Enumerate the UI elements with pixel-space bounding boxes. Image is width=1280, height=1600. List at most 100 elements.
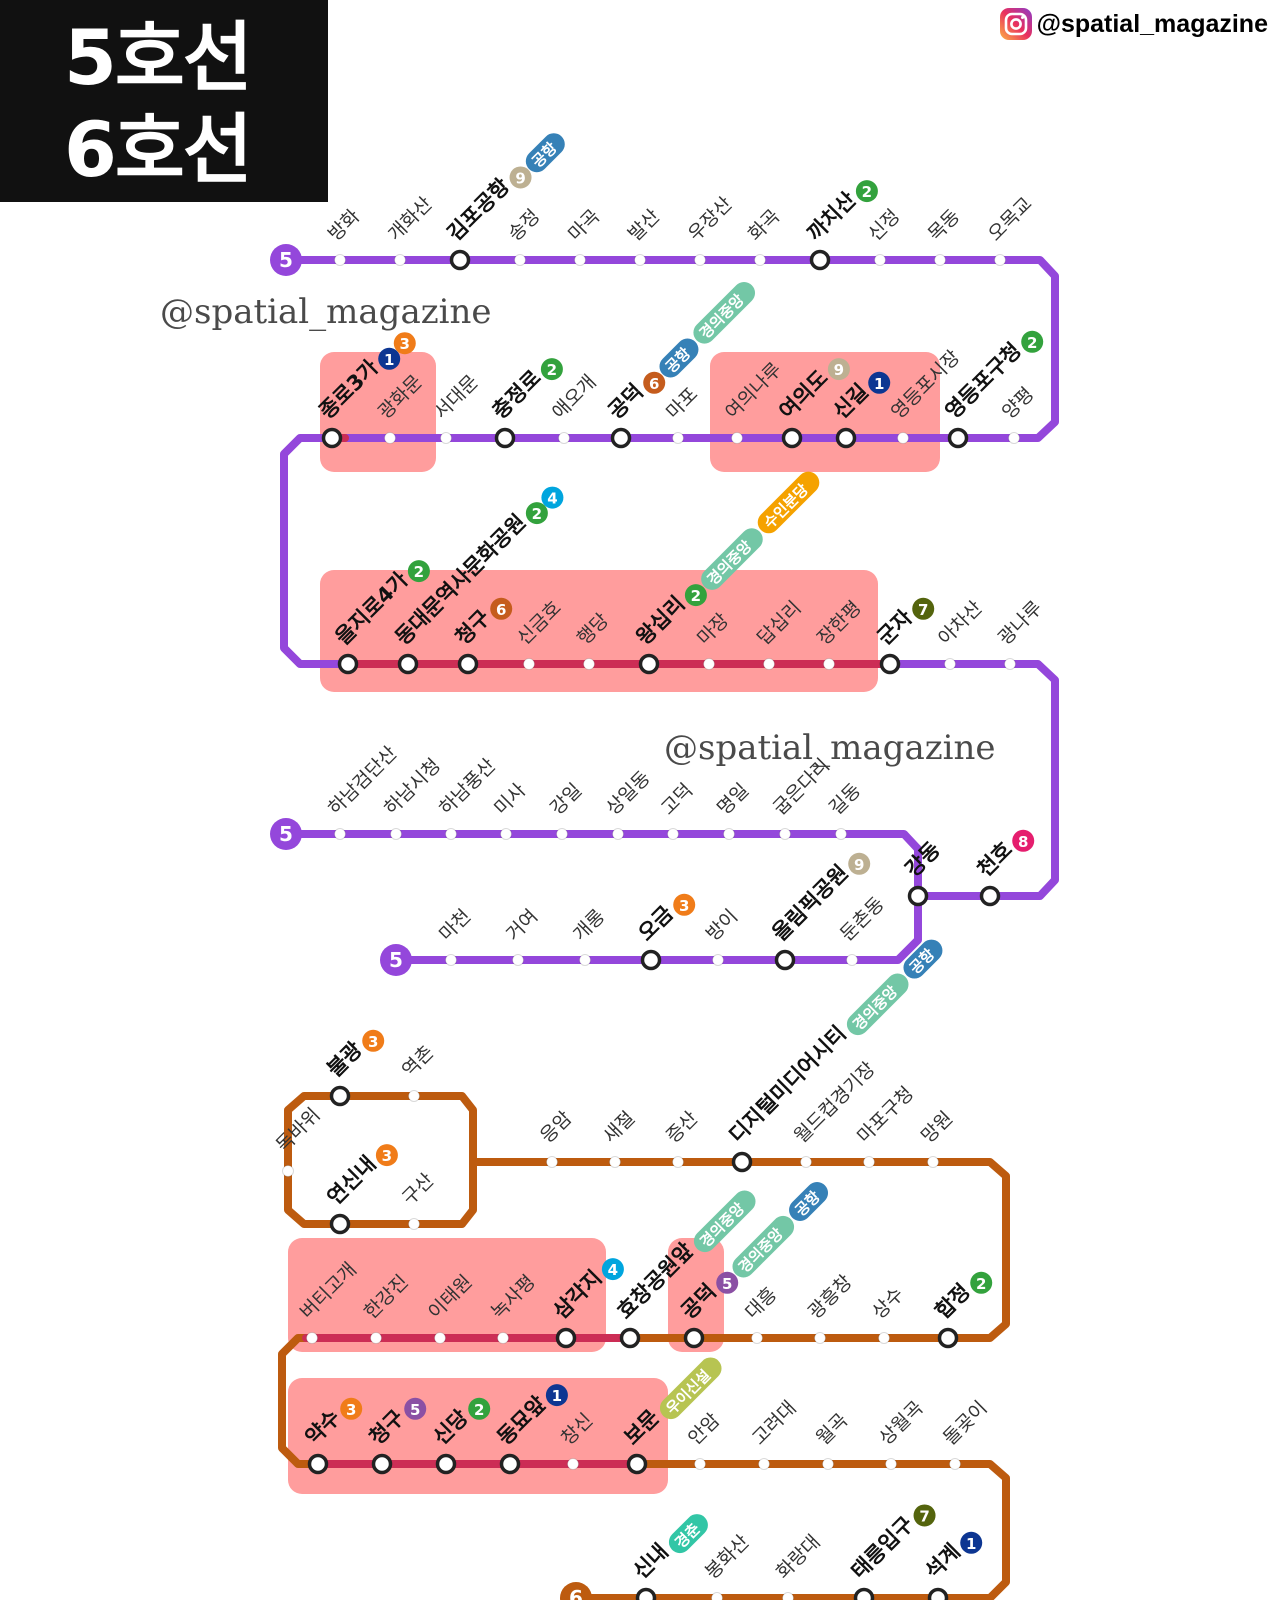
station-marker-창신[interactable] <box>567 1458 579 1470</box>
station-marker-까치산[interactable] <box>809 249 831 271</box>
station-marker-약수[interactable] <box>307 1453 329 1475</box>
station-marker-화곡[interactable] <box>754 254 766 266</box>
station-marker-마포[interactable] <box>672 432 684 444</box>
station-marker-하남시청[interactable] <box>390 828 402 840</box>
station-marker-천호[interactable] <box>979 885 1001 907</box>
station-marker-방화[interactable] <box>334 254 346 266</box>
station-marker-디지털미디어시티[interactable] <box>731 1151 753 1173</box>
station-marker-장한평[interactable] <box>823 658 835 670</box>
station-marker-월곡[interactable] <box>822 1458 834 1470</box>
station-marker-화랑대[interactable] <box>782 1592 794 1600</box>
station-marker-우장산[interactable] <box>694 254 706 266</box>
station-marker-마장[interactable] <box>703 658 715 670</box>
station-marker-하남풍산[interactable] <box>445 828 457 840</box>
station-marker-보문[interactable] <box>626 1453 648 1475</box>
station-marker-영등포구청[interactable] <box>947 427 969 449</box>
station-marker-오목교[interactable] <box>994 254 1006 266</box>
station-marker-신길[interactable] <box>835 427 857 449</box>
station-marker-녹사평[interactable] <box>497 1332 509 1344</box>
station-marker-영등포시장[interactable] <box>897 432 909 444</box>
station-marker-목동[interactable] <box>934 254 946 266</box>
station-marker-이태원[interactable] <box>434 1332 446 1344</box>
station-marker-하남검단산[interactable] <box>334 828 346 840</box>
station-marker-강일[interactable] <box>556 828 568 840</box>
station-marker-강동[interactable] <box>907 885 929 907</box>
station-marker-군자[interactable] <box>879 653 901 675</box>
station-marker-효창공원앞[interactable] <box>619 1327 641 1349</box>
station-label-화곡: 화곡 <box>744 205 784 245</box>
station-marker-구산[interactable] <box>408 1218 420 1230</box>
station-marker-을지로4가[interactable] <box>337 653 359 675</box>
badge-circle <box>404 1397 427 1420</box>
station-marker-공덕[interactable] <box>610 427 632 449</box>
station-marker-답십리[interactable] <box>763 658 775 670</box>
station-marker-여의도[interactable] <box>781 427 803 449</box>
station-marker-충정로[interactable] <box>494 427 516 449</box>
station-marker-굽은다리[interactable] <box>779 828 791 840</box>
station-marker-마포구청[interactable] <box>863 1156 875 1168</box>
station-marker-상월곡[interactable] <box>885 1458 897 1470</box>
station-marker-명일[interactable] <box>723 828 735 840</box>
station-marker-역촌[interactable] <box>408 1090 420 1102</box>
station-marker-양평[interactable] <box>1008 432 1020 444</box>
station-marker-거여[interactable] <box>512 954 524 966</box>
station-marker-고덕[interactable] <box>667 828 679 840</box>
station-marker-신금호[interactable] <box>523 658 535 670</box>
station-marker-개롱[interactable] <box>579 954 591 966</box>
station-marker-광나루[interactable] <box>1004 658 1016 670</box>
station-marker-김포공항[interactable] <box>449 249 471 271</box>
station-marker-동대문역사문화공원[interactable] <box>397 653 419 675</box>
station-marker-애오개[interactable] <box>558 432 570 444</box>
station-marker-한강진[interactable] <box>370 1332 382 1344</box>
station-marker-독바위[interactable] <box>282 1165 294 1177</box>
station-marker-버티고개[interactable] <box>306 1332 318 1344</box>
station-marker-상일동[interactable] <box>612 828 624 840</box>
station-marker-아차산[interactable] <box>944 658 956 670</box>
station-marker-청구[interactable] <box>457 653 479 675</box>
station-marker-송정[interactable] <box>514 254 526 266</box>
station-marker-왕십리[interactable] <box>638 653 660 675</box>
station-marker-오금[interactable] <box>640 949 662 971</box>
station-marker-광흥창[interactable] <box>814 1332 826 1344</box>
station-marker-삼각지[interactable] <box>555 1327 577 1349</box>
station-marker-불광[interactable] <box>329 1085 351 1107</box>
station-marker-발산[interactable] <box>634 254 646 266</box>
station-marker-청구[interactable] <box>371 1453 393 1475</box>
station-marker-대흥[interactable] <box>751 1332 763 1344</box>
station-marker-둔촌동[interactable] <box>846 954 858 966</box>
badge-text: 9 <box>854 856 864 874</box>
station-marker-여의나루[interactable] <box>731 432 743 444</box>
station-marker-종로3가[interactable] <box>321 427 343 449</box>
station-marker-서대문[interactable] <box>440 432 452 444</box>
station-marker-개화산[interactable] <box>394 254 406 266</box>
station-marker-미사[interactable] <box>500 828 512 840</box>
instagram-handle[interactable]: @spatial_magazine <box>999 6 1268 42</box>
station-marker-신내[interactable] <box>635 1587 657 1600</box>
station-marker-안암[interactable] <box>694 1458 706 1470</box>
station-marker-광화문[interactable] <box>384 432 396 444</box>
station-marker-봉화산[interactable] <box>711 1592 723 1600</box>
station-marker-신당[interactable] <box>435 1453 457 1475</box>
station-marker-월드컵경기장[interactable] <box>800 1156 812 1168</box>
station-marker-석계[interactable] <box>927 1587 949 1600</box>
station-marker-돌곶이[interactable] <box>949 1458 961 1470</box>
station-marker-고려대[interactable] <box>758 1458 770 1470</box>
station-marker-행당[interactable] <box>583 658 595 670</box>
station-marker-올림픽공원[interactable] <box>774 949 796 971</box>
station-marker-동묘앞[interactable] <box>499 1453 521 1475</box>
station-marker-공덕[interactable] <box>683 1327 705 1349</box>
station-marker-망원[interactable] <box>927 1156 939 1168</box>
station-marker-마곡[interactable] <box>574 254 586 266</box>
station-marker-방이[interactable] <box>712 954 724 966</box>
station-marker-신정[interactable] <box>874 254 886 266</box>
station-marker-연신내[interactable] <box>329 1213 351 1235</box>
station-marker-상수[interactable] <box>878 1332 890 1344</box>
station-marker-합정[interactable] <box>937 1327 959 1349</box>
badge-text: 9 <box>834 361 844 379</box>
station-marker-태릉입구[interactable] <box>853 1587 875 1600</box>
station-marker-길동[interactable] <box>835 828 847 840</box>
station-marker-마천[interactable] <box>445 954 457 966</box>
station-marker-증산[interactable] <box>672 1156 684 1168</box>
station-marker-응암[interactable] <box>546 1156 558 1168</box>
station-marker-새절[interactable] <box>609 1156 621 1168</box>
